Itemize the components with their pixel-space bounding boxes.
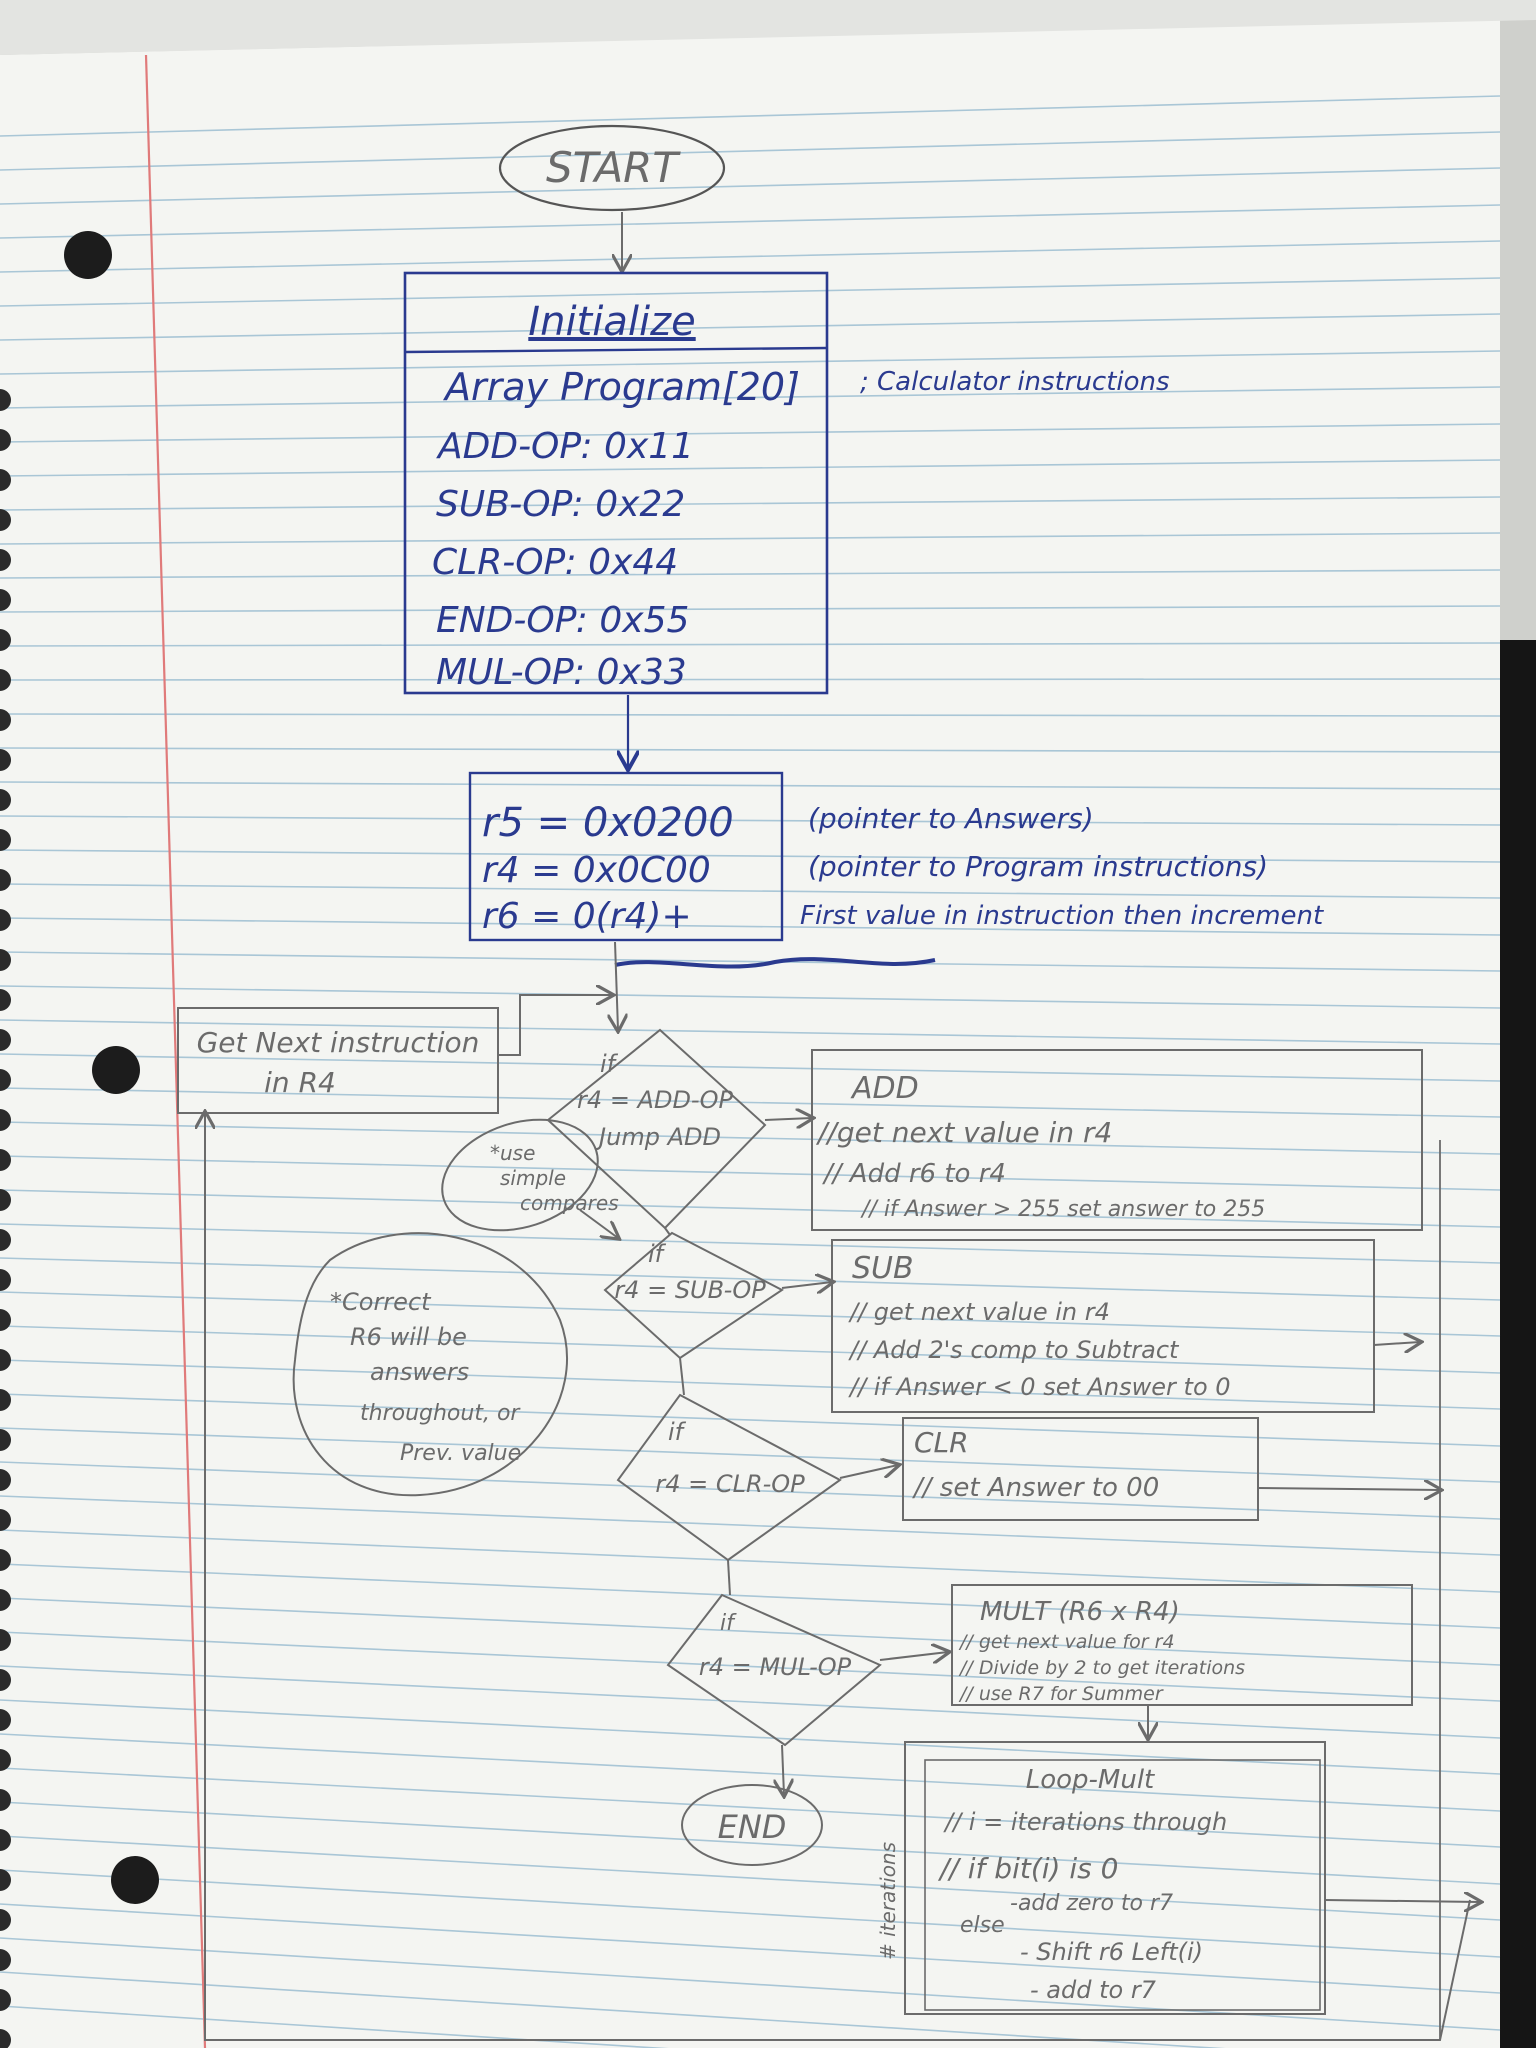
- op-clr-box: CLR // set Answer to 00: [902, 1417, 1259, 1521]
- svg-text:// if Answer > 255 set answer: // if Answer > 255 set answer to 255: [860, 1197, 1265, 1222]
- svg-text:if: if: [600, 1050, 619, 1078]
- svg-text:R6 will be: R6 will be: [350, 1323, 467, 1351]
- register-line-3: r6 = 0(r4)+: [482, 896, 692, 937]
- svg-text:if: if: [668, 1418, 687, 1446]
- punch-hole-bottom: [111, 1856, 159, 1904]
- end-terminal: [681, 1784, 823, 1866]
- svg-text:answers: answers: [370, 1358, 469, 1386]
- svg-text:- Shift r6 Left(i): - Shift r6 Left(i): [1020, 1938, 1203, 1966]
- svg-text:Jump ADD: Jump ADD: [595, 1123, 721, 1151]
- loop-mult-box: Loop-Mult // i = iterations through // i…: [904, 1741, 1326, 2015]
- svg-text:r4 = ADD-OP: r4 = ADD-OP: [577, 1086, 733, 1114]
- initialize-title: Initialize: [528, 299, 695, 345]
- svg-text:ADD: ADD: [850, 1071, 919, 1106]
- svg-text:MULT (R6 x R4): MULT (R6 x R4): [980, 1597, 1180, 1627]
- decision-sub: if r4 = SUB-OP: [603, 1231, 784, 1360]
- loop-back-line: [205, 1113, 1471, 2041]
- op-mult-box: MULT (R6 x R4) // get next value for r4 …: [951, 1584, 1413, 1706]
- start-terminal: [498, 124, 726, 212]
- decision-clr: if r4 = CLR-OP: [616, 1393, 842, 1562]
- svg-text:// get next value for r4: // get next value for r4: [958, 1631, 1175, 1653]
- init-line-3: SUB-OP: 0x22: [436, 484, 685, 525]
- svg-text:// Divide by 2 to get iteratio: // Divide by 2 to get iterations: [958, 1657, 1245, 1679]
- svg-text:CLR: CLR: [914, 1426, 969, 1459]
- decision-add: if r4 = ADD-OP Jump ADD: [546, 1028, 767, 1230]
- decision-mul: if r4 = MUL-OP: [666, 1593, 882, 1747]
- svg-text:// if Answer < 0 set Answer to: // if Answer < 0 set Answer to 0: [848, 1373, 1231, 1401]
- registers-box: r5 = 0x0200 r4 = 0x0C00 r6 = 0(r4)+: [468, 771, 784, 942]
- register-line-2: r4 = 0x0C00: [482, 850, 711, 891]
- svg-text:r4 = CLR-OP: r4 = CLR-OP: [655, 1470, 805, 1498]
- end-label: END: [718, 1808, 787, 1846]
- spiral-binding: [0, 389, 11, 2048]
- op-sub-box: SUB // get next value in r4 // Add 2's c…: [831, 1239, 1375, 1413]
- register-note-1: (pointer to Answers): [808, 802, 1094, 835]
- svg-text://get next value in r4: //get next value in r4: [815, 1116, 1112, 1149]
- init-line-5: END-OP: 0x55: [436, 600, 689, 641]
- register-line-1: r5 = 0x0200: [482, 800, 734, 846]
- svg-text:compares: compares: [520, 1191, 619, 1215]
- svg-text:Loop-Mult: Loop-Mult: [1026, 1765, 1155, 1795]
- punch-hole-top: [64, 231, 112, 279]
- svg-text:throughout, or: throughout, or: [360, 1401, 521, 1426]
- register-note-2: (pointer to Program instructions): [808, 850, 1268, 883]
- svg-text:SUB: SUB: [852, 1251, 914, 1286]
- initialize-note: ; Calculator instructions: [860, 367, 1170, 397]
- svg-text:-add zero to r7: -add zero to r7: [1010, 1891, 1173, 1916]
- init-line-2: ADD-OP: 0x11: [436, 426, 694, 467]
- svg-text:r4 = MUL-OP: r4 = MUL-OP: [699, 1653, 852, 1681]
- note-simple-compares: *use simple compares: [441, 1118, 619, 1232]
- register-note-3: First value in instruction then incremen…: [800, 901, 1324, 931]
- op-add-box: ADD //get next value in r4 // Add r6 to …: [811, 1049, 1423, 1231]
- svg-text:else: else: [960, 1913, 1005, 1938]
- get-next-line-2: in R4: [264, 1066, 336, 1099]
- svg-text:simple: simple: [500, 1166, 566, 1190]
- svg-text:*Correct: *Correct: [330, 1288, 432, 1316]
- punch-hole-middle: [92, 1046, 140, 1094]
- svg-text:- add to r7: - add to r7: [1030, 1976, 1157, 2004]
- svg-text:if: if: [720, 1611, 737, 1636]
- margin-line: [144, 54, 207, 2048]
- iterations-label: # iterations: [876, 1842, 900, 1960]
- svg-text:// if bit(i) is 0: // if bit(i) is 0: [937, 1852, 1118, 1885]
- svg-text:// get next value in r4: // get next value in r4: [848, 1298, 1110, 1326]
- svg-text:r4 = SUB-OP: r4 = SUB-OP: [614, 1276, 766, 1304]
- svg-text:// use R7 for Summer: // use R7 for Summer: [958, 1683, 1164, 1705]
- initialize-box: Initialize Array Program[20] ADD-OP: 0x1…: [403, 271, 829, 695]
- init-line-4: CLR-OP: 0x44: [432, 542, 678, 583]
- svg-text:// set Answer to 00: // set Answer to 00: [912, 1473, 1159, 1503]
- init-line-1: Array Program[20]: [442, 365, 800, 409]
- start-label: START: [546, 143, 681, 192]
- scribble: [614, 957, 936, 969]
- svg-text:// i = iterations through: // i = iterations through: [943, 1808, 1227, 1836]
- note-correct: *Correct R6 will be answers throughout, …: [292, 1232, 568, 1497]
- svg-text:// Add 2's comp to Subtract: // Add 2's comp to Subtract: [848, 1336, 1180, 1364]
- svg-text:if: if: [648, 1240, 667, 1268]
- svg-text:// Add r6 to r4: // Add r6 to r4: [822, 1159, 1006, 1189]
- svg-text:*use: *use: [490, 1141, 535, 1165]
- init-line-6: MUL-OP: 0x33: [436, 652, 687, 693]
- ruled-lines: [0, 95, 1501, 2048]
- get-next-box: Get Next instruction in R4: [177, 1007, 499, 1114]
- svg-text:Prev. value: Prev. value: [400, 1441, 521, 1466]
- get-next-line-1: Get Next instruction: [197, 1026, 480, 1059]
